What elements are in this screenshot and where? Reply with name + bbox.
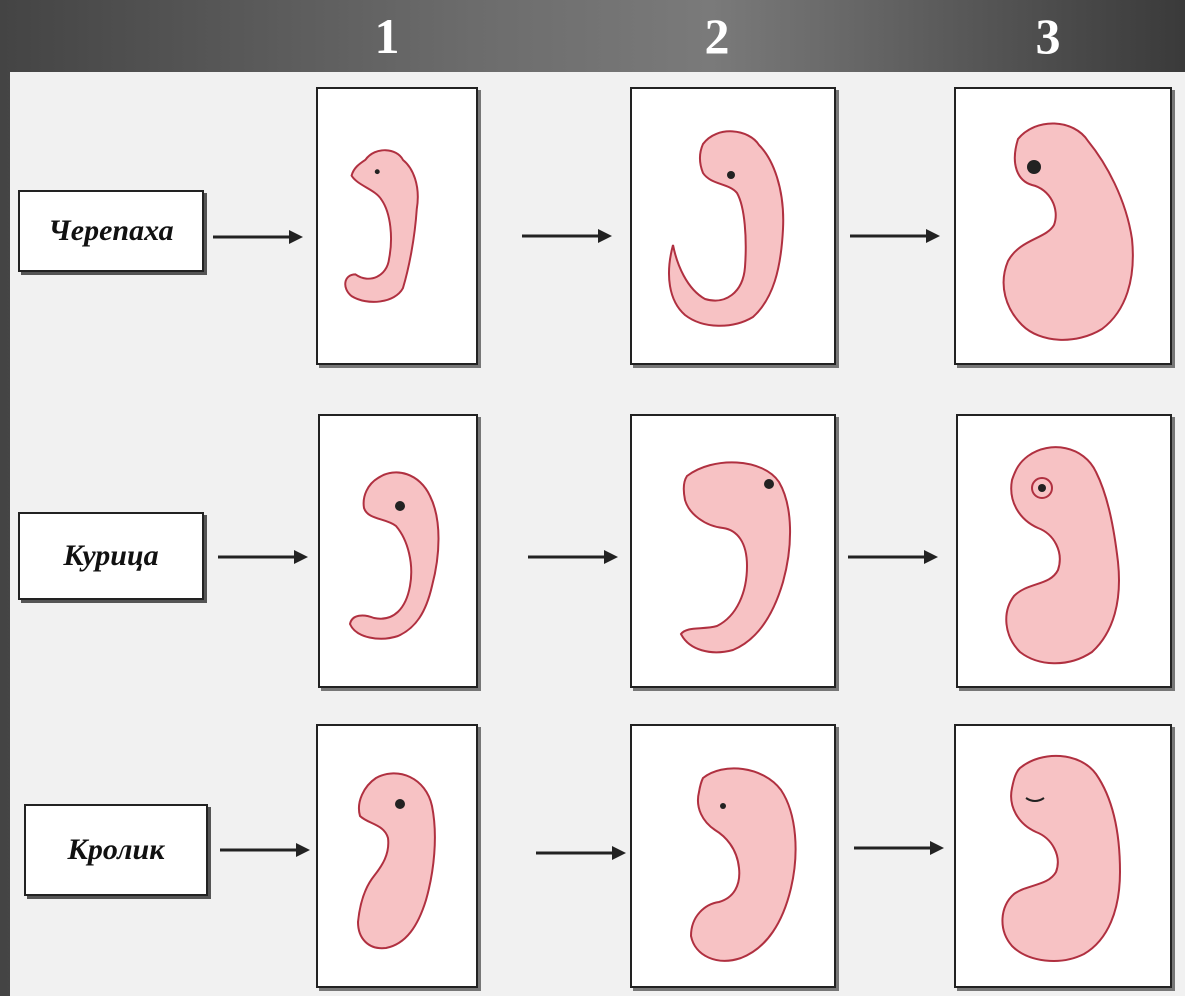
arrow-icon xyxy=(218,547,308,567)
embryo-icon xyxy=(956,726,1170,986)
arrow-icon xyxy=(522,226,612,246)
arrow-icon xyxy=(848,547,938,567)
embryo-icon xyxy=(632,726,834,986)
arrow-icon xyxy=(220,840,310,860)
embryo-frame-rabbit-1 xyxy=(316,724,478,988)
embryo-frame-chicken-2 xyxy=(630,414,836,688)
embryo-frame-chicken-3 xyxy=(956,414,1172,688)
embryo-icon xyxy=(956,89,1170,363)
label-chicken: Курица xyxy=(18,512,204,600)
embryo-icon xyxy=(958,416,1170,686)
label-turtle: Черепаха xyxy=(18,190,204,272)
embryo-frame-turtle-2 xyxy=(630,87,836,365)
embryo-frame-turtle-3 xyxy=(954,87,1172,365)
embryo-frame-turtle-1 xyxy=(316,87,478,365)
arrow-icon xyxy=(850,226,940,246)
embryo-frame-chicken-1 xyxy=(318,414,478,688)
embryo-frame-rabbit-3 xyxy=(954,724,1172,988)
embryo-icon xyxy=(318,726,476,986)
stage-number-1: 1 xyxy=(347,6,427,66)
embryo-frame-rabbit-2 xyxy=(630,724,836,988)
stage-number-3: 3 xyxy=(1008,6,1088,66)
embryo-icon xyxy=(320,416,476,686)
arrow-icon xyxy=(213,227,303,247)
embryo-icon xyxy=(632,416,834,686)
label-rabbit: Кролик xyxy=(24,804,208,896)
embryo-icon xyxy=(318,89,476,363)
arrow-icon xyxy=(528,547,618,567)
embryo-icon xyxy=(632,89,834,363)
arrow-icon xyxy=(536,843,626,863)
stage-number-2: 2 xyxy=(677,6,757,66)
arrow-icon xyxy=(854,838,944,858)
